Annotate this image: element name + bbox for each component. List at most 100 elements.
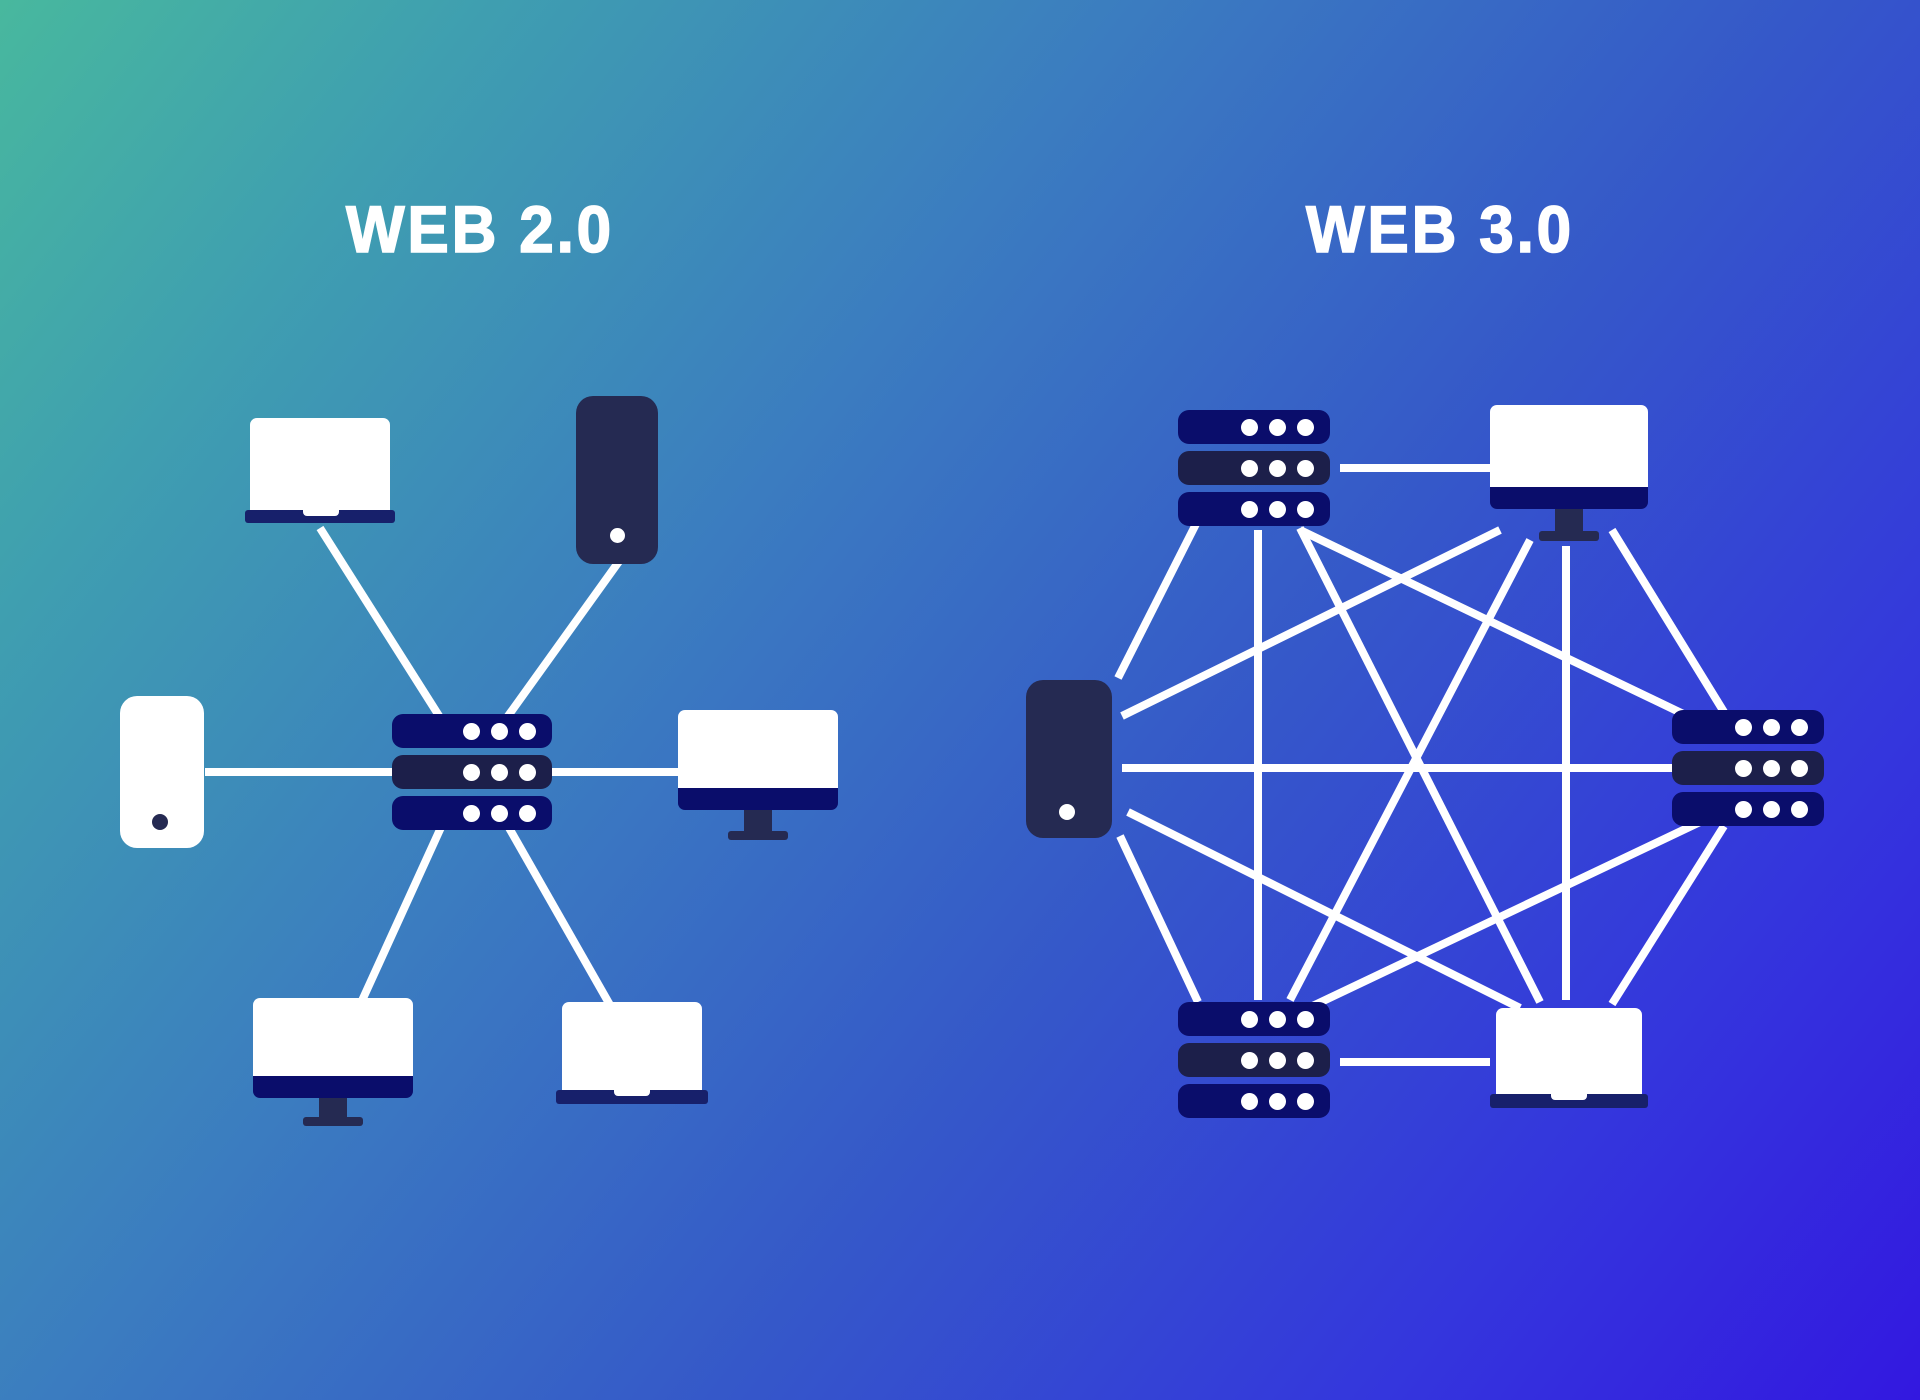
monitor-neck [319, 1098, 347, 1120]
server-led-group [1241, 459, 1314, 477]
server-row-bottom [1178, 1084, 1330, 1118]
laptop-base [245, 510, 395, 523]
server-led [519, 763, 536, 781]
server-led [1297, 500, 1314, 518]
web2-monitor-bottom[interactable] [253, 998, 413, 1126]
phone-home-button [1059, 804, 1075, 820]
web2-panel: WEB 2.0 [345, 192, 614, 266]
server-led [463, 804, 480, 822]
server-led [1791, 800, 1808, 818]
web2-central-server[interactable] [392, 714, 552, 830]
server-row-top [1672, 710, 1824, 744]
monitor-base-bar [1490, 487, 1648, 509]
server-led [1241, 418, 1258, 436]
laptop-base [556, 1090, 708, 1104]
server-led [1241, 1051, 1258, 1069]
server-led-group [1241, 418, 1314, 436]
web3-laptop-bottom-right[interactable] [1490, 1008, 1648, 1114]
server-led [1241, 459, 1258, 477]
server-led [1241, 1010, 1258, 1028]
monitor-base-bar [678, 788, 838, 810]
server-led [1241, 500, 1258, 518]
monitor-foot [1539, 531, 1599, 541]
server-row-bottom [1178, 492, 1330, 526]
monitor-neck [1555, 509, 1583, 532]
server-led [1297, 459, 1314, 477]
server-row-top [1178, 1002, 1330, 1036]
server-led-group [1735, 759, 1808, 777]
server-row-middle [392, 755, 552, 789]
server-led [1269, 459, 1286, 477]
monitor-foot [303, 1117, 363, 1126]
laptop-notch [1551, 1094, 1587, 1100]
web2-phone-top[interactable] [576, 396, 658, 564]
web2-phone-left[interactable] [120, 696, 204, 848]
monitor-neck [744, 810, 772, 834]
laptop-screen [1496, 1008, 1642, 1094]
server-led [1763, 800, 1780, 818]
server-led [1297, 1051, 1314, 1069]
server-led [1791, 718, 1808, 736]
server-row-middle [1178, 1043, 1330, 1077]
server-row-top [1178, 410, 1330, 444]
server-led [1735, 759, 1752, 777]
server-led [1269, 1051, 1286, 1069]
server-led [519, 722, 536, 740]
server-led-group [1241, 1010, 1314, 1028]
laptop-notch [614, 1090, 650, 1096]
server-led [1297, 1092, 1314, 1110]
laptop-notch [303, 510, 339, 516]
web3-server-top-left[interactable] [1178, 410, 1330, 526]
server-led [463, 722, 480, 740]
server-led [1269, 500, 1286, 518]
laptop-screen [250, 418, 390, 510]
laptop-base [1490, 1094, 1648, 1108]
monitor-foot [728, 831, 788, 840]
server-row-bottom [1672, 792, 1824, 826]
server-led-group [463, 722, 536, 740]
server-led-group [1241, 1092, 1314, 1110]
server-row-middle [1672, 751, 1824, 785]
server-led [1763, 759, 1780, 777]
server-led [1735, 800, 1752, 818]
server-led [1241, 1092, 1258, 1110]
laptop-screen [562, 1002, 702, 1090]
server-led [463, 763, 480, 781]
web2-monitor-right[interactable] [678, 710, 838, 840]
server-led [491, 722, 508, 740]
web3-server-right[interactable] [1672, 710, 1824, 826]
server-led [1735, 718, 1752, 736]
monitor-screen [1490, 405, 1648, 487]
monitor-screen [253, 998, 413, 1076]
phone-home-button [610, 528, 625, 543]
server-led [1269, 1010, 1286, 1028]
server-led [1297, 418, 1314, 436]
web2-laptop-top[interactable] [245, 418, 395, 530]
server-led [1269, 1092, 1286, 1110]
server-row-middle [1178, 451, 1330, 485]
server-led [1269, 418, 1286, 436]
monitor-base-bar [253, 1076, 413, 1098]
web3-panel: WEB 3.0 [960, 0, 1920, 1400]
phone-home-button [152, 814, 168, 830]
server-led-group [1241, 500, 1314, 518]
server-led [519, 804, 536, 822]
server-row-bottom [392, 796, 552, 830]
web3-server-bottom-left[interactable] [1178, 1002, 1330, 1118]
web3-monitor-top-right[interactable] [1490, 405, 1648, 541]
server-led [1297, 1010, 1314, 1028]
web3-phone-left[interactable] [1026, 680, 1112, 838]
monitor-screen [678, 710, 838, 788]
web3-title: WEB 3.0 [1305, 192, 1574, 266]
server-led-group [463, 804, 536, 822]
server-led [491, 804, 508, 822]
server-led [1763, 718, 1780, 736]
web2-laptop-bottom[interactable] [556, 1002, 708, 1110]
server-led-group [463, 763, 536, 781]
server-led [491, 763, 508, 781]
server-led-group [1735, 800, 1808, 818]
web2-title: WEB 2.0 [345, 192, 614, 266]
server-led-group [1735, 718, 1808, 736]
server-led [1791, 759, 1808, 777]
